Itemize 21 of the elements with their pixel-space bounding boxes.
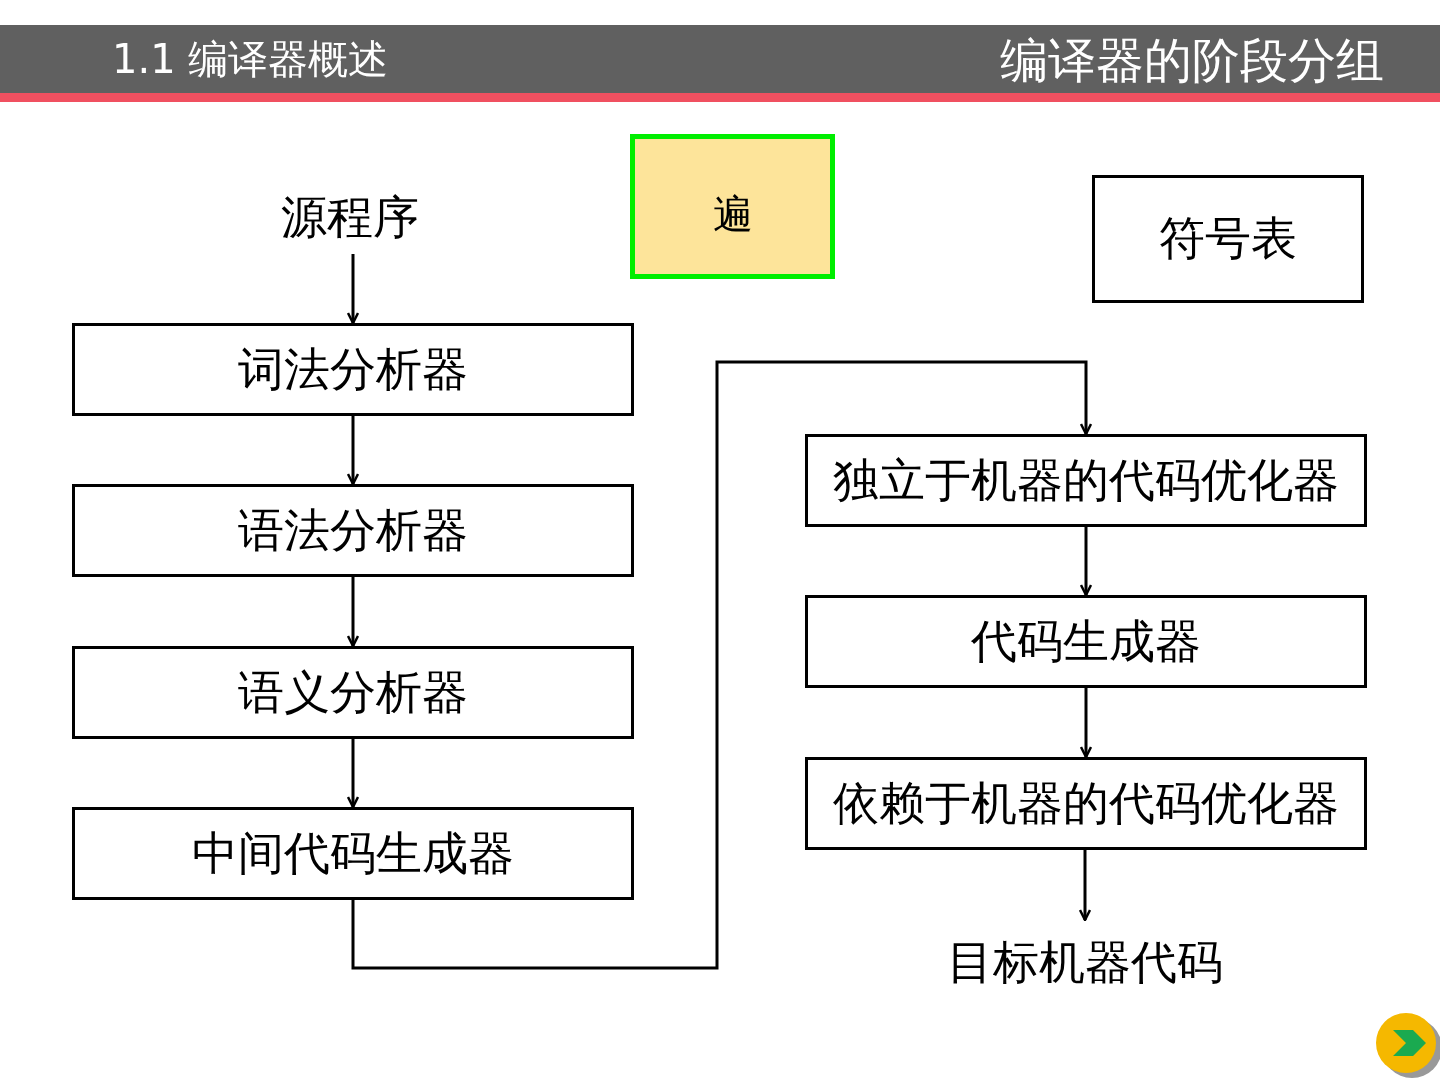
arrow: [1078, 850, 1092, 922]
process-box: 独立于机器的代码优化器: [805, 434, 1367, 527]
arrow: [346, 416, 360, 486]
process-box: 语法分析器: [72, 484, 634, 577]
process-box: 语义分析器: [72, 646, 634, 739]
process-box: 词法分析器: [72, 323, 634, 416]
process-box: 代码生成器: [805, 595, 1367, 688]
process-box: 符号表: [1092, 175, 1364, 303]
node-text: 源程序: [260, 190, 440, 246]
arrow: [346, 577, 360, 648]
arrow: [346, 739, 360, 809]
pass-box: 遍: [630, 134, 835, 279]
process-box: 中间代码生成器: [72, 807, 634, 900]
arrow: [1079, 688, 1093, 759]
section-heading: 1.1 编译器概述: [112, 35, 389, 84]
node-text: 目标机器代码: [930, 932, 1240, 994]
arrow: [1079, 527, 1093, 597]
slide-title: 编译器的阶段分组: [1000, 32, 1384, 88]
arrow: [346, 254, 360, 325]
process-box: 依赖于机器的代码优化器: [805, 757, 1367, 850]
arrow: [351, 360, 1093, 970]
